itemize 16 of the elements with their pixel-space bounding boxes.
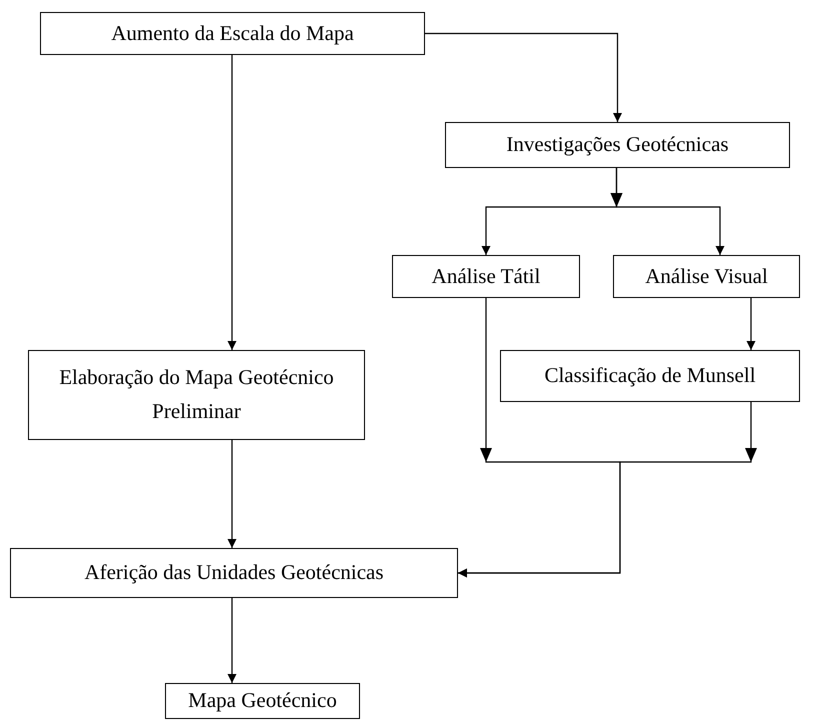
process-box (28, 350, 365, 440)
process-box (613, 255, 800, 298)
process-box (392, 255, 580, 298)
process-box (445, 122, 790, 168)
box-label: Investigações Geotécnicas (506, 131, 729, 158)
box-label: Elaboração do Mapa Geotécnico Preliminar (58, 364, 335, 425)
process-box (500, 350, 800, 402)
box-label: Aumento da Escala do Mapa (111, 20, 354, 47)
box-label: Análise Tátil (432, 262, 540, 290)
box-label: Mapa Geotécnico (188, 687, 337, 714)
box-label: Aferição das Unidades Geotécnicas (84, 559, 384, 586)
process-box (40, 12, 425, 55)
process-box (165, 683, 360, 719)
process-box (10, 548, 458, 598)
box-label: Análise Visual (645, 262, 768, 290)
box-label: Classificação de Munsell (544, 362, 756, 390)
